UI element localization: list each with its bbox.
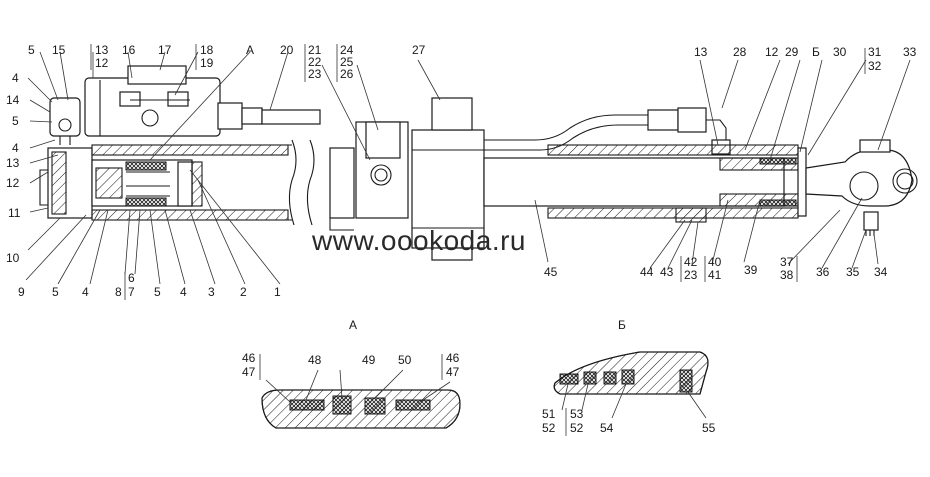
label: А	[246, 43, 254, 57]
label-separators	[680, 256, 798, 282]
piston-assembly	[91, 159, 203, 207]
label: 7	[128, 285, 135, 299]
leader-lines	[25, 51, 911, 285]
label: 29	[785, 45, 799, 59]
label: 49	[362, 353, 376, 367]
label: 35	[846, 265, 860, 279]
label: 54	[600, 421, 614, 435]
label: 24	[340, 43, 354, 57]
label: 46	[446, 351, 460, 365]
label: 13	[694, 45, 708, 59]
trunnion-bracket	[329, 121, 409, 231]
detail-b-title: Б	[618, 318, 626, 332]
label: 3	[208, 285, 215, 299]
label: 50	[398, 353, 412, 367]
label: 46	[242, 351, 256, 365]
labels-left: 4 14 5 4 13 12 11 10	[6, 71, 21, 265]
label: 36	[816, 265, 830, 279]
label: 14	[6, 93, 20, 107]
label: 42	[684, 255, 698, 269]
label: 53	[570, 407, 584, 421]
label: 10	[6, 251, 20, 265]
label: Б	[812, 45, 820, 59]
label: 4	[82, 285, 89, 299]
label: 18	[200, 43, 214, 57]
label: 44	[640, 265, 654, 279]
label: 39	[744, 263, 758, 277]
label: 4	[12, 141, 19, 155]
label: 47	[446, 365, 460, 379]
labels-bottom-right: 45 44 43 42 23 40 41 39 37 38 36 35 34	[544, 255, 888, 282]
labels-bottom-left: 9 5 4 8 7 6 5 4 3 2 1	[18, 271, 281, 300]
label: 5	[12, 114, 19, 128]
label: 5	[52, 285, 59, 299]
label: 47	[242, 365, 256, 379]
label: 40	[708, 255, 722, 269]
valve-block	[49, 65, 321, 137]
label: 55	[702, 421, 716, 435]
label: 52	[570, 421, 584, 435]
label: 9	[18, 285, 25, 299]
label: 16	[122, 43, 136, 57]
label: 51	[542, 407, 556, 421]
label: 22	[308, 55, 322, 69]
main-assembly-view	[39, 65, 918, 261]
label: 11	[8, 206, 21, 220]
label: 13	[6, 156, 20, 170]
label: 31	[868, 45, 882, 59]
label-separators	[90, 44, 866, 82]
label: 17	[158, 43, 172, 57]
rod-eye	[805, 139, 918, 236]
label: 15	[52, 43, 66, 57]
label: 30	[833, 45, 847, 59]
label: 2	[240, 285, 247, 299]
label-separators	[259, 354, 443, 380]
detail-a-title: А	[349, 318, 357, 332]
label: 12	[765, 45, 779, 59]
label: 4	[12, 71, 19, 85]
detail-a: А 46 47 48 49 50 46 47	[242, 318, 461, 429]
cylinder-barrel-right	[483, 144, 807, 223]
label: 25	[340, 55, 354, 69]
label: 52	[542, 421, 556, 435]
label: 21	[308, 43, 322, 57]
end-cap	[39, 129, 93, 219]
label: 8	[115, 285, 122, 299]
detail-b: Б 51 52 53 52 54 55	[542, 318, 716, 436]
label: 38	[780, 268, 794, 282]
label: 12	[95, 56, 109, 70]
label: 20	[280, 43, 294, 57]
label: 23	[308, 67, 322, 81]
label: 23	[684, 268, 698, 282]
label: 13	[95, 43, 109, 57]
label: 48	[308, 353, 322, 367]
labels-top: 5 15 13 12 16 17 18 19 А 20 21 22 23 24 …	[28, 43, 917, 82]
label: 26	[340, 67, 354, 81]
label: 5	[28, 43, 35, 57]
label: 33	[903, 45, 917, 59]
label: 28	[733, 45, 747, 59]
label: 45	[544, 265, 558, 279]
label: 37	[780, 255, 794, 269]
label: 12	[6, 176, 20, 190]
label: 5	[154, 285, 161, 299]
label: 43	[660, 265, 674, 279]
label: 41	[708, 268, 722, 282]
label: 19	[200, 56, 214, 70]
label: 6	[128, 271, 135, 285]
watermark: www.oookoda.ru	[311, 225, 526, 256]
label: 34	[874, 265, 888, 279]
clamp-collar	[411, 97, 485, 261]
label: 27	[412, 43, 426, 57]
label: 4	[180, 285, 187, 299]
label: 32	[868, 59, 882, 73]
label: 1	[274, 285, 281, 299]
